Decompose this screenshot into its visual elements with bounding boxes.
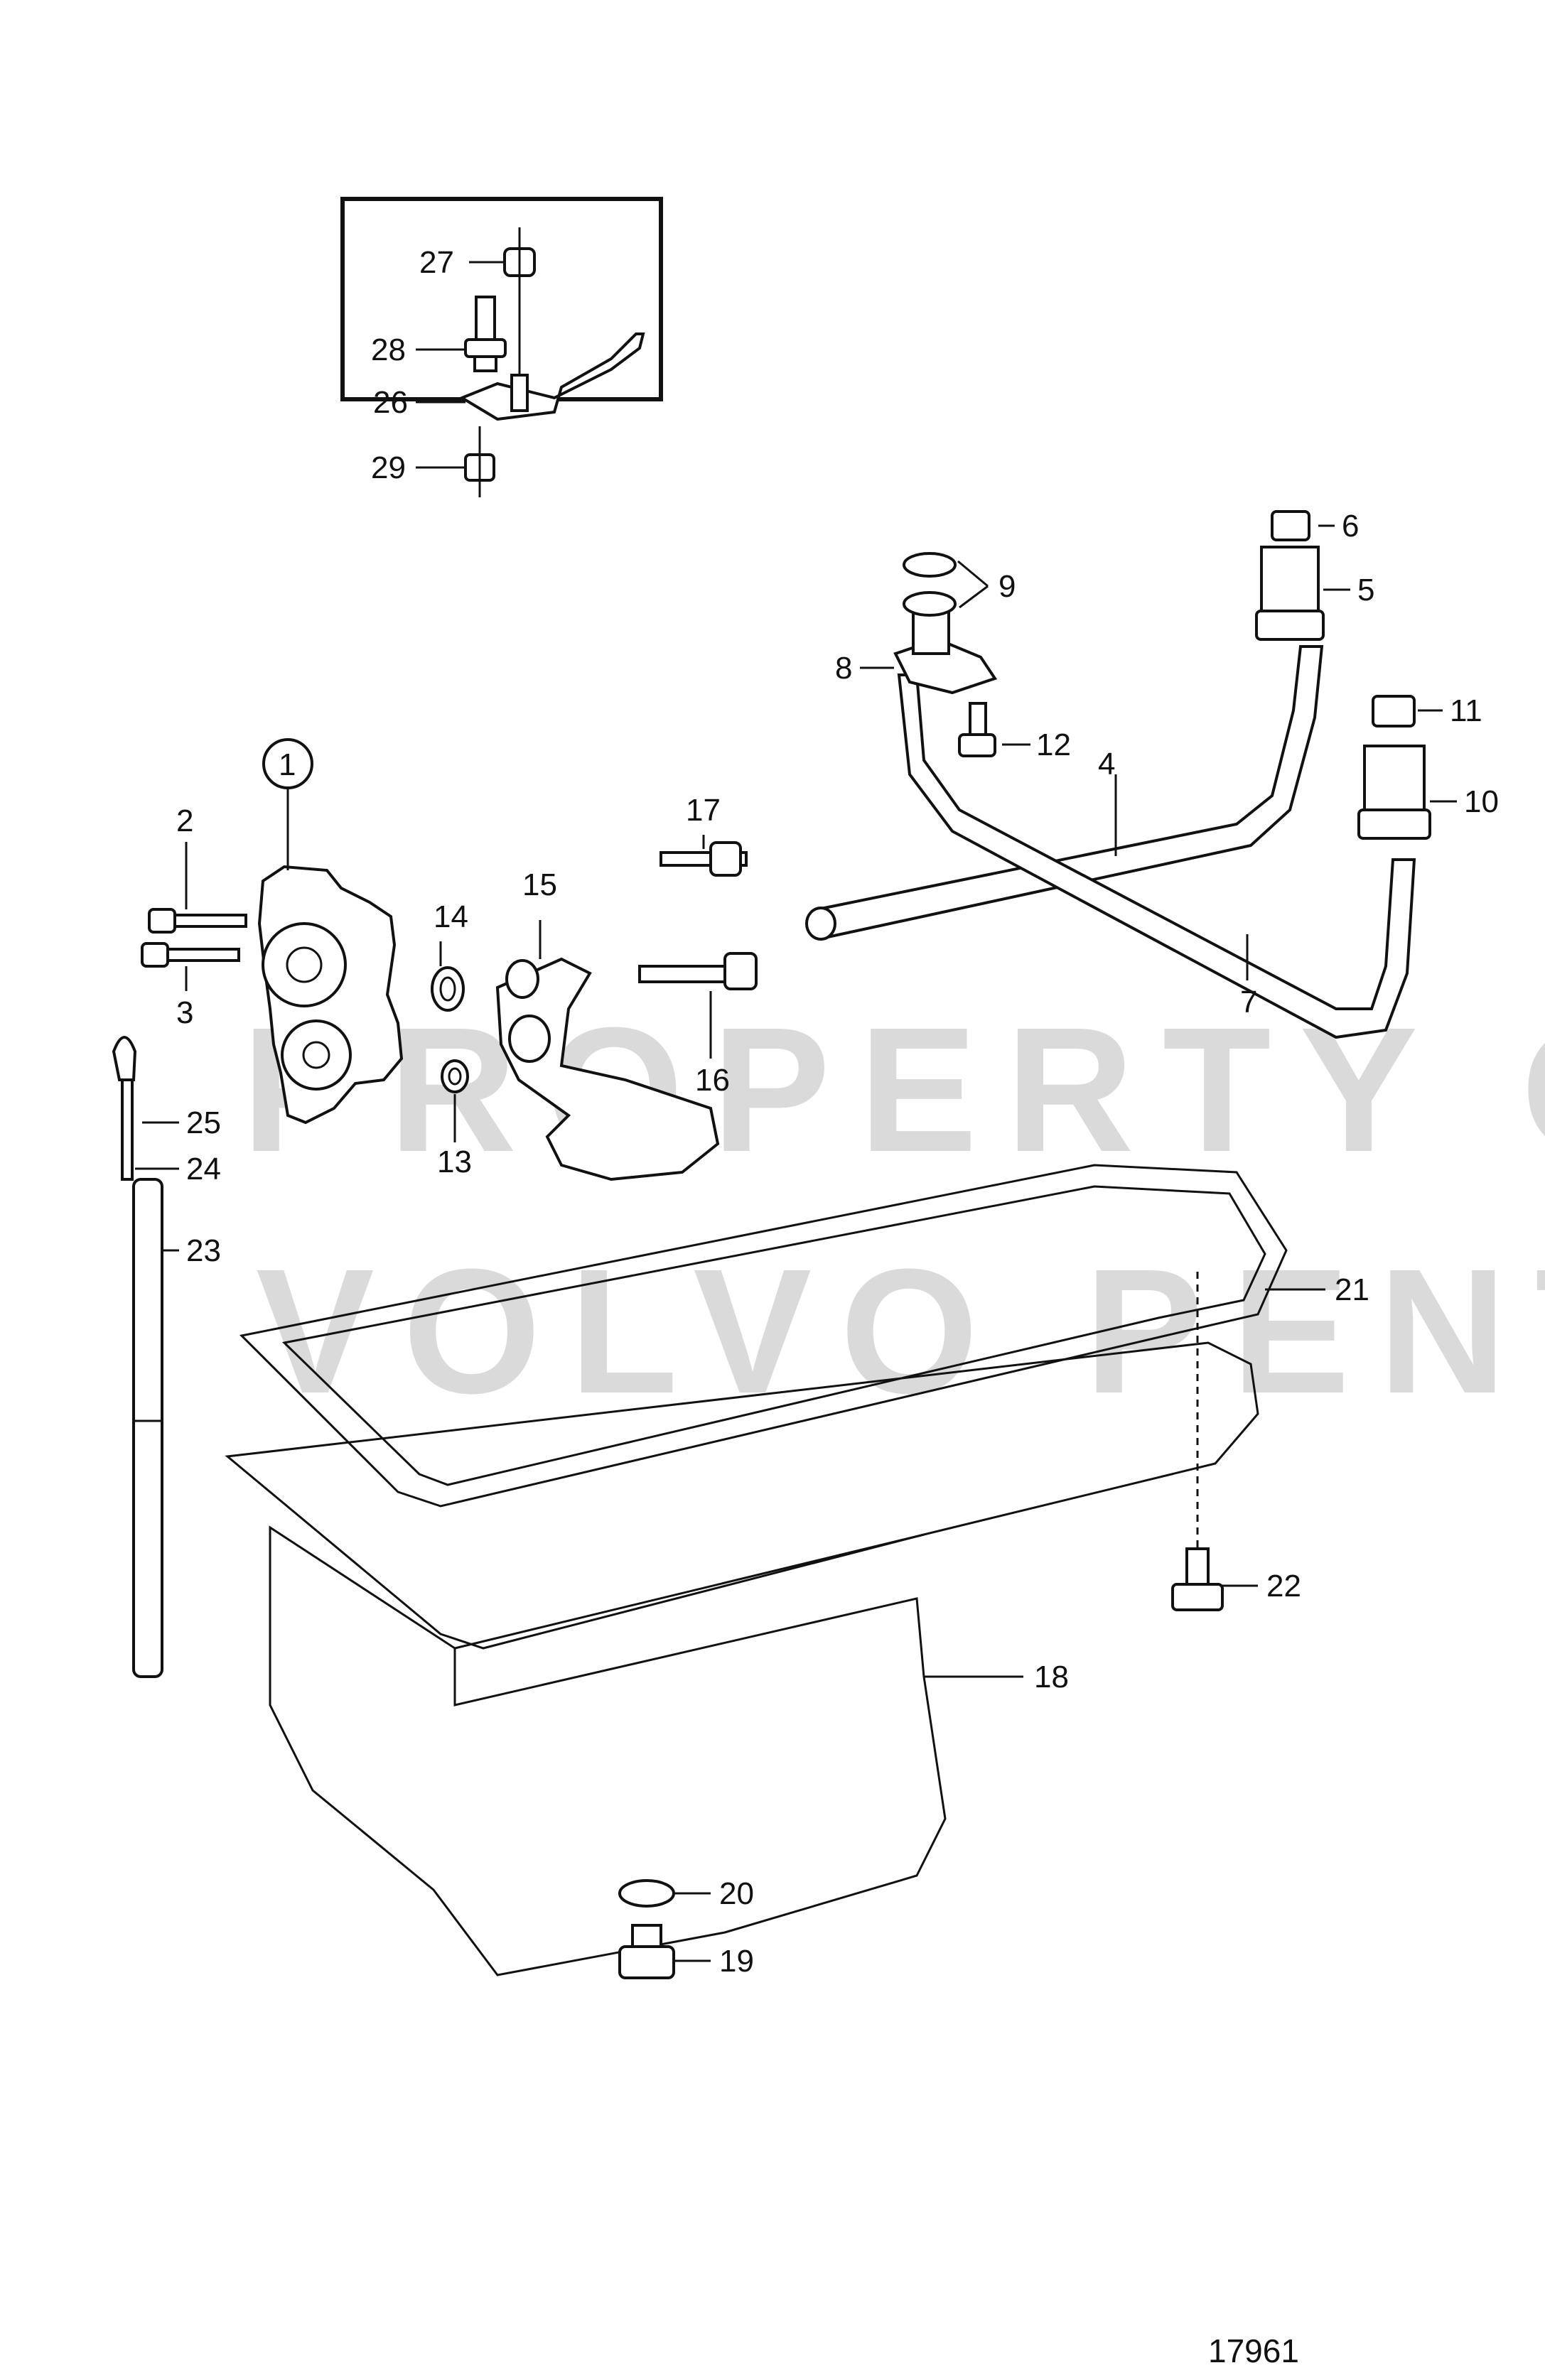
callout-1: 1 <box>279 747 296 782</box>
callout-6: 6 <box>1342 509 1359 543</box>
callout-17: 17 <box>686 793 721 828</box>
callout-2: 2 <box>176 804 193 838</box>
bolt-22 <box>1171 1272 1224 1611</box>
callout-22: 22 <box>1266 1569 1301 1603</box>
dipstick-tube-23 <box>132 1178 163 1678</box>
callout-23: 23 <box>186 1233 221 1268</box>
callout-18: 18 <box>1034 1660 1069 1694</box>
callout-10: 10 <box>1464 784 1499 819</box>
callout-21: 21 <box>1335 1272 1369 1307</box>
callout-19: 19 <box>719 1944 754 1979</box>
callout-1-circle <box>262 738 313 789</box>
bolt-16 <box>638 952 758 990</box>
callout-3: 3 <box>176 995 193 1030</box>
callout-27: 27 <box>419 245 454 280</box>
union-5 <box>1255 546 1325 641</box>
callout-14: 14 <box>434 899 468 934</box>
strainer-15 <box>495 957 720 1181</box>
washer-20 <box>618 1879 675 1908</box>
inset-detail <box>340 197 663 497</box>
callout-4: 4 <box>1098 747 1115 781</box>
bolt-2 <box>148 908 247 934</box>
reference-number: 17961 <box>1208 2332 1299 2369</box>
dipstick <box>112 1036 163 1678</box>
callout-20: 20 <box>719 1876 754 1911</box>
oil-pump-1 <box>257 865 404 1125</box>
union-10 <box>1357 745 1431 840</box>
watermark-line2: VOLVO PENTA <box>256 1232 1545 1430</box>
callout-7: 7 <box>1240 985 1257 1019</box>
washers-9 <box>903 552 957 617</box>
gasket-21 <box>239 1164 1288 1508</box>
sensor-28 <box>464 296 507 372</box>
callout-11: 11 <box>1450 693 1482 728</box>
callout-16: 16 <box>695 1063 730 1098</box>
callout-28: 28 <box>371 332 406 367</box>
callout-labels: 1 2 3 4 5 6 7 8 9 10 11 12 13 14 15 16 1… <box>176 245 1499 1979</box>
callout-15: 15 <box>522 867 557 902</box>
leader-lines <box>135 524 1457 1962</box>
callout-26: 26 <box>373 385 408 420</box>
pipe-7 <box>897 674 1416 1039</box>
bolt-17 <box>660 841 748 877</box>
callout-12: 12 <box>1036 727 1071 762</box>
bolt-3 <box>141 942 240 968</box>
callout-5: 5 <box>1357 573 1374 607</box>
flange-8 <box>893 610 998 695</box>
drain-plug-19 <box>618 1924 675 1979</box>
callout-29: 29 <box>371 450 406 485</box>
bracket-26 <box>458 332 645 421</box>
watermark: PROPERTY OF VOLVO PENTA <box>242 990 1545 1430</box>
oil-pan-18 <box>225 1341 1259 1976</box>
screw-12 <box>958 702 996 757</box>
callout-8: 8 <box>835 651 852 686</box>
callout-13: 13 <box>437 1145 472 1179</box>
nut-6 <box>1271 510 1310 541</box>
callout-25: 25 <box>186 1105 221 1140</box>
callout-24: 24 <box>186 1152 221 1186</box>
nut-11 <box>1372 695 1416 727</box>
seal-13 <box>441 1059 469 1093</box>
seal-14 <box>431 966 465 1012</box>
callout-9: 9 <box>998 569 1016 604</box>
